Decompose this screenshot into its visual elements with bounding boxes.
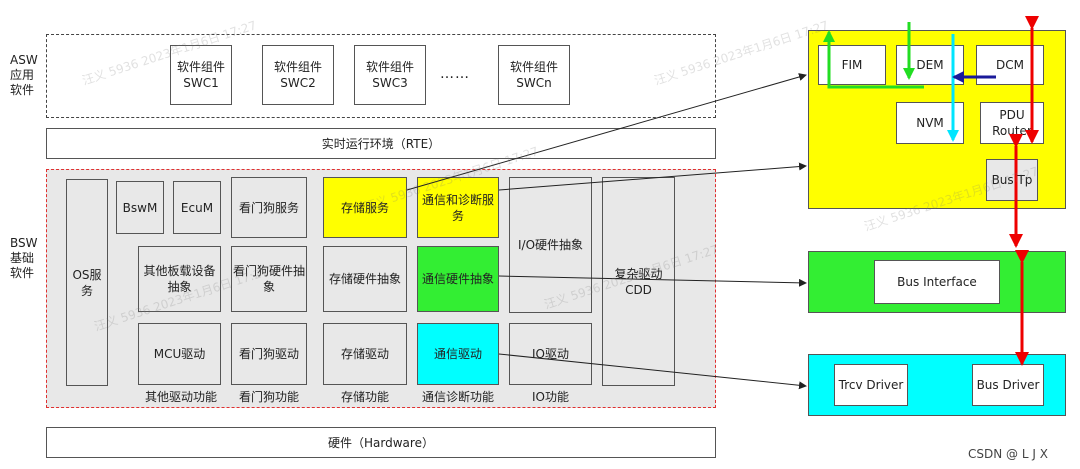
watchdog-driver-box[interactable]: 看门狗驱动 [231,323,307,385]
ecum-box[interactable]: EcuM [173,181,221,234]
group-label-other-driver: 其他驱动功能 [144,390,217,404]
comm-driver-box[interactable]: 通信驱动 [417,323,499,385]
io-hw-abstraction-box[interactable]: I/O硬件抽象 [509,177,592,313]
group-label-watchdog: 看门狗功能 [238,390,299,404]
hardware-bar[interactable]: 硬件（Hardware） [46,427,716,458]
bsw-side-label: BSW 基础 软件 [10,236,38,280]
storage-to-service-arrow [406,73,807,191]
onboard-device-abstraction-box[interactable]: 其他板载设备 抽象 [138,246,221,312]
asw-side-label: ASW 应用 软件 [10,53,38,97]
asw-layer-frame [46,34,716,118]
trcv-driver-box[interactable]: Trcv Driver [834,364,908,406]
group-label-io: IO功能 [532,390,569,404]
storage-hw-abstraction-box[interactable]: 存储硬件抽象 [323,246,407,312]
bus-driver-box[interactable]: Bus Driver [972,364,1044,406]
swcn-box[interactable]: 软件组件 SWCn [498,45,570,105]
swc2-box[interactable]: 软件组件 SWC2 [262,45,334,105]
group-label-storage: 存储功能 [340,390,389,404]
os-service-box[interactable]: OS服务 [66,179,108,386]
watchdog-hw-abstraction-box[interactable]: 看门狗硬件抽 象 [231,246,307,312]
black-connectors [406,73,807,390]
red-vertical-arrows [1009,16,1039,366]
comm-hw-abstraction-box[interactable]: 通信硬件抽象 [417,246,499,312]
storage-service-box[interactable]: 存储服务 [323,177,407,238]
swc-ellipsis: …… [440,66,470,82]
bus-interface-box[interactable]: Bus Interface [874,260,1000,304]
watchdog-service-box[interactable]: 看门狗服务 [231,177,307,238]
complex-driver-box[interactable]: 复杂驱动 CDD [602,177,675,386]
io-driver-box[interactable]: IO驱动 [509,323,592,385]
green-dem-fim-arrows [823,22,924,89]
mcu-driver-box[interactable]: MCU驱动 [138,323,221,385]
commhw-to-interface-arrow [498,275,807,287]
swc1-box[interactable]: 软件组件 SWC1 [170,45,232,105]
swc3-box[interactable]: 软件组件 SWC3 [354,45,426,105]
group-label-comm-diag: 通信诊断功能 [421,390,494,404]
storage-driver-box[interactable]: 存储驱动 [323,323,407,385]
csdn-credit: CSDN @ L J X [968,447,1048,461]
commdrv-to-driver-arrow [498,353,807,390]
bswm-box[interactable]: BswM [116,181,164,234]
comm-diag-service-box[interactable]: 通信和诊断服 务 [417,177,499,238]
commdiag-to-service-arrow [498,162,807,191]
